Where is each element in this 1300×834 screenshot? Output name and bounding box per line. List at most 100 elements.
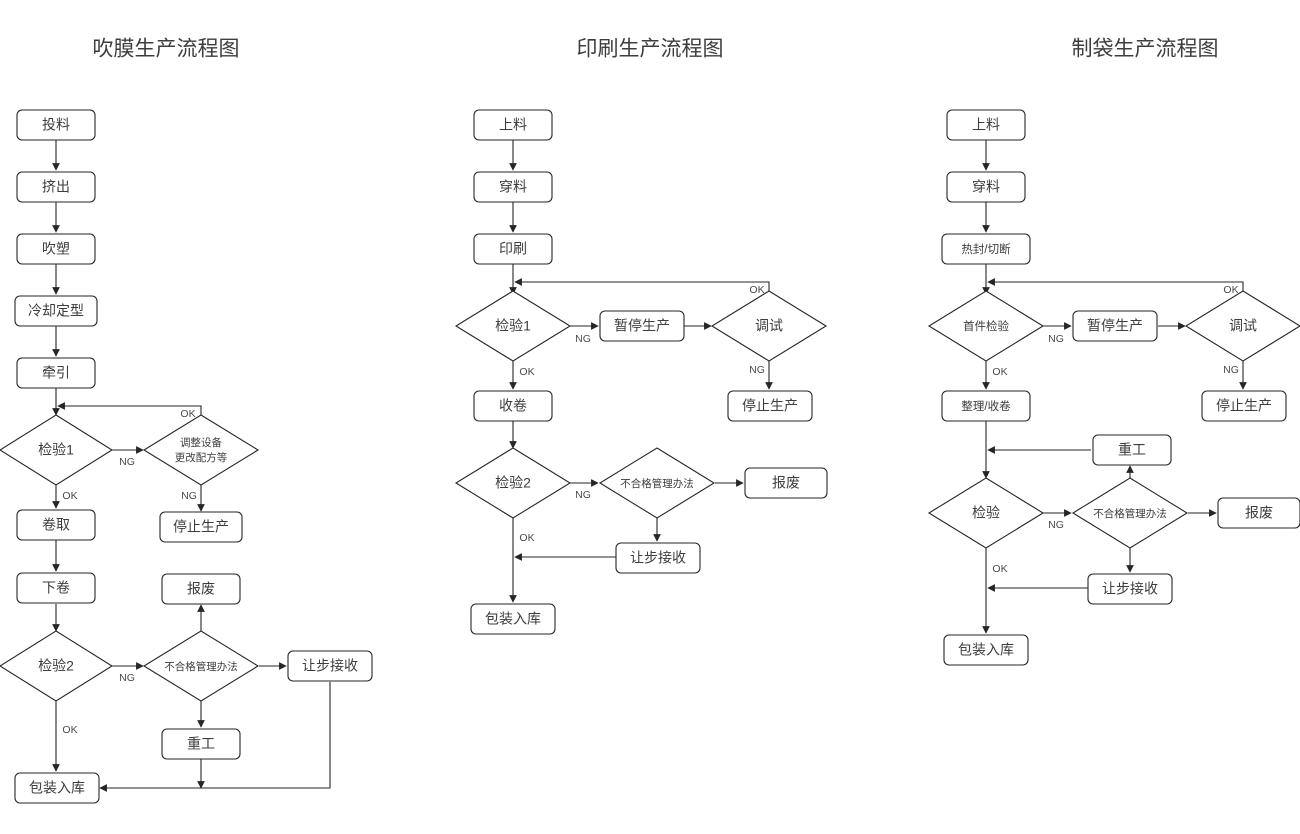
node-n3-label: 吹塑: [42, 241, 70, 257]
node-b-n4-label: 暂停生产: [1087, 318, 1143, 334]
edge-p-d2-ok-feedback: [514, 278, 770, 291]
node-p-n6-label: 收卷: [499, 398, 527, 414]
edge-b-d2-ok-feedback: [987, 278, 1244, 291]
node-p-n8[interactable]: 让步接收: [615, 542, 701, 574]
node-b-n7-label: 重工: [1118, 442, 1146, 458]
node-n10-label: 让步接收: [302, 658, 358, 674]
node-b-n5[interactable]: 停止生产: [1201, 390, 1287, 422]
edge-label-p-d2-ng: NG: [749, 364, 765, 376]
node-n8[interactable]: 下卷: [16, 572, 96, 604]
chart-printing: 印刷生产流程图 OK NG OK NG NG OK 上料 穿料 印刷: [454, 38, 828, 635]
chart-blown-film: 吹膜生产流程图 OK NG OK: [0, 38, 373, 804]
node-b-n1[interactable]: 上料: [946, 109, 1026, 141]
node-p-d4[interactable]: 不合格管理办法: [598, 447, 716, 519]
node-p-n9-label: 包装入库: [485, 611, 541, 627]
node-b-d4[interactable]: 不合格管理办法: [1071, 477, 1189, 549]
node-b-n1-label: 上料: [972, 117, 1000, 133]
node-n1[interactable]: 投料: [16, 109, 96, 141]
node-p-n2-label: 穿料: [499, 179, 527, 195]
node-n11-label: 重工: [187, 736, 215, 752]
node-n9-label: 报废: [187, 581, 215, 597]
node-b-n9[interactable]: 让步接收: [1087, 573, 1173, 605]
node-p-n3-label: 印刷: [499, 241, 527, 257]
node-b-d3-label: 检验: [972, 505, 1000, 521]
node-p-d4-label: 不合格管理办法: [620, 477, 694, 490]
node-b-n10-label: 包装入库: [958, 642, 1014, 658]
node-n1-label: 投料: [42, 117, 70, 133]
node-d2[interactable]: 调整设备 更改配方等: [142, 414, 260, 486]
node-n12-label: 包装入库: [29, 780, 85, 796]
edge-label-d3-ng: NG: [119, 672, 135, 684]
node-n3[interactable]: 吹塑: [16, 233, 96, 265]
node-b-n6[interactable]: 整理/收卷: [941, 390, 1031, 422]
edge-label-b-d3-ok: OK: [992, 563, 1007, 575]
node-n6[interactable]: 停止生产: [159, 511, 243, 543]
node-p-d2-label: 调试: [755, 318, 783, 334]
edge-label-d1-ok: OK: [62, 490, 77, 502]
edge-label-p-d2-ok: OK: [749, 284, 764, 296]
node-b-d2-label: 调试: [1229, 318, 1257, 334]
node-n9[interactable]: 报废: [161, 573, 241, 605]
node-b-n6-label: 整理/收卷: [961, 399, 1011, 413]
edge-label-p-d1-ng: NG: [575, 333, 591, 345]
chart-title-blown-film: 吹膜生产流程图: [93, 38, 240, 61]
node-p-n3[interactable]: 印刷: [473, 233, 553, 265]
node-p-n6[interactable]: 收卷: [473, 390, 553, 422]
node-p-d2[interactable]: 调试: [710, 290, 828, 362]
node-n2-label: 挤出: [42, 179, 70, 195]
node-p-d3[interactable]: 检验2: [454, 447, 572, 519]
node-d2-label-line1: 调整设备: [180, 436, 222, 449]
node-b-n2[interactable]: 穿料: [946, 171, 1026, 203]
node-b-n3[interactable]: 热封/切断: [941, 233, 1031, 265]
node-n12[interactable]: 包装入库: [14, 772, 100, 804]
node-b-n4[interactable]: 暂停生产: [1072, 310, 1158, 342]
node-p-n1-label: 上料: [499, 117, 527, 133]
edge-label-d2-ok: OK: [180, 408, 195, 420]
node-p-d1-label: 检验1: [495, 318, 531, 334]
edge-label-d1-ng: NG: [119, 456, 135, 468]
node-p-n4[interactable]: 暂停生产: [599, 310, 685, 342]
node-b-d1-label: 首件检验: [963, 319, 1009, 333]
node-d3[interactable]: 检验2: [0, 630, 114, 702]
node-n4[interactable]: 冷却定型: [14, 295, 98, 327]
node-p-d1[interactable]: 检验1: [454, 290, 572, 362]
node-d3-label: 检验2: [38, 658, 74, 674]
node-b-d4-label: 不合格管理办法: [1093, 507, 1167, 520]
node-p-n5-label: 停止生产: [742, 398, 798, 414]
node-b-d3[interactable]: 检验: [927, 477, 1045, 549]
edge-label-p-d3-ok: OK: [519, 532, 534, 544]
node-p-d3-label: 检验2: [495, 475, 531, 491]
node-b-n7[interactable]: 重工: [1092, 434, 1172, 466]
node-b-d2[interactable]: 调试: [1184, 290, 1300, 362]
node-n10[interactable]: 让步接收: [287, 650, 373, 682]
node-p-n4-label: 暂停生产: [614, 318, 670, 334]
node-p-n8-label: 让步接收: [630, 550, 686, 566]
node-d4[interactable]: 不合格管理办法: [142, 630, 260, 702]
edge-label-b-d1-ng: NG: [1048, 333, 1064, 345]
edge-label-b-d3-ng: NG: [1048, 519, 1064, 531]
node-b-n10[interactable]: 包装入库: [943, 634, 1029, 666]
edge-label-d2-ng: NG: [181, 490, 197, 502]
edge-label-p-d1-ok: OK: [519, 366, 534, 378]
node-n11[interactable]: 重工: [161, 728, 241, 760]
node-n2[interactable]: 挤出: [16, 171, 96, 203]
node-b-n8[interactable]: 报废: [1217, 497, 1300, 529]
node-n5-label: 牵引: [42, 365, 70, 381]
node-n4-label: 冷却定型: [28, 303, 84, 319]
node-d1[interactable]: 检验1: [0, 414, 114, 486]
node-p-n1[interactable]: 上料: [473, 109, 553, 141]
node-n5[interactable]: 牵引: [16, 357, 96, 389]
node-p-n7[interactable]: 报废: [744, 467, 828, 499]
chart-title-printing: 印刷生产流程图: [577, 38, 724, 61]
node-p-n5[interactable]: 停止生产: [727, 390, 813, 422]
node-b-d1[interactable]: 首件检验: [927, 290, 1045, 362]
node-n7[interactable]: 卷取: [16, 509, 96, 541]
node-b-n8-label: 报废: [1245, 505, 1273, 521]
edge-label-b-d1-ok: OK: [992, 366, 1007, 378]
node-p-n9[interactable]: 包装入库: [470, 603, 556, 635]
node-n8-label: 下卷: [42, 580, 70, 596]
node-d1-label: 检验1: [38, 442, 74, 458]
node-b-n5-label: 停止生产: [1216, 398, 1272, 414]
node-b-n3-label: 热封/切断: [961, 242, 1011, 256]
node-p-n2[interactable]: 穿料: [473, 171, 553, 203]
